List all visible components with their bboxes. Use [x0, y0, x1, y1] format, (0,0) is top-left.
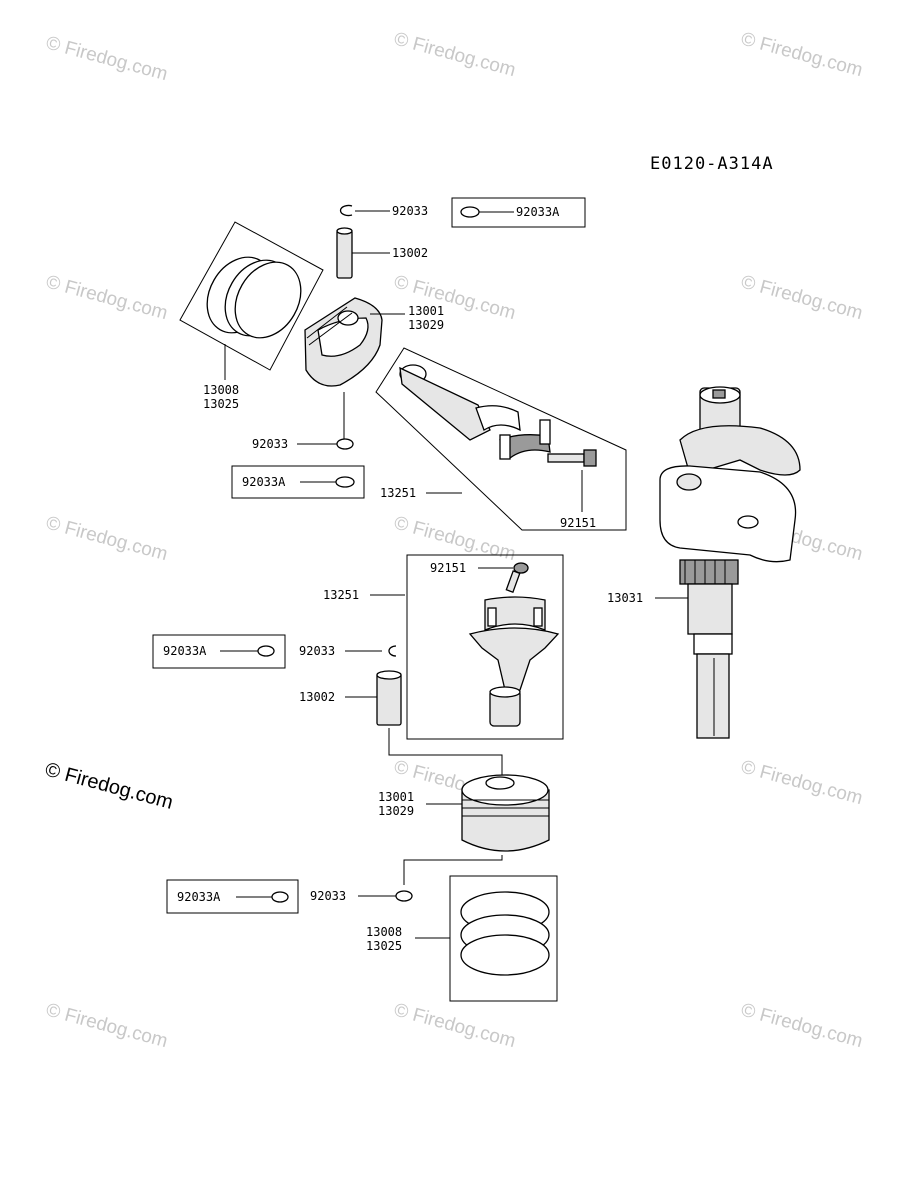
- option-box: [451, 197, 586, 228]
- circlip-icon: [271, 891, 289, 903]
- bolt-icon: [505, 562, 529, 593]
- part-label: 92033: [252, 437, 288, 451]
- part-label: 13002: [392, 246, 428, 260]
- part-label: 13025: [203, 397, 239, 411]
- watermark: © Firedog.com: [739, 272, 865, 325]
- watermark: © Firedog.com: [44, 513, 170, 566]
- watermark: © Firedog.com: [44, 33, 170, 86]
- part-label: 13029: [408, 318, 444, 332]
- piston-rings-icon: [460, 891, 550, 976]
- part-label: 13029: [378, 804, 414, 818]
- part-label: 13251: [323, 588, 359, 602]
- part-label: 13001: [378, 790, 414, 804]
- part-label: 13025: [366, 939, 402, 953]
- piston-rings-icon: [206, 256, 302, 339]
- part-label: 92033: [392, 204, 428, 218]
- circlip-icon: [335, 476, 355, 488]
- bolt-icon: [547, 449, 597, 467]
- circlip-icon: [388, 645, 397, 657]
- circlip-icon: [336, 438, 354, 450]
- watermark: © Firedog.com: [392, 29, 518, 82]
- piston-pin-icon: [376, 670, 402, 726]
- circlip-icon: [460, 206, 480, 218]
- watermark: © Firedog.com: [392, 513, 518, 566]
- part-label: 13251: [380, 486, 416, 500]
- circlip-icon: [339, 204, 353, 217]
- circlip-icon: [257, 645, 275, 657]
- part-label: 13002: [299, 690, 335, 704]
- part-label: 13008: [366, 925, 402, 939]
- rings-box: [179, 221, 324, 371]
- watermark: © Firedog.com: [44, 1000, 170, 1053]
- option-box: [231, 465, 365, 499]
- watermark: © Firedog.com: [44, 272, 170, 325]
- option-box: [166, 879, 299, 914]
- part-label: 92033A: [177, 890, 221, 904]
- part-label: 13001: [408, 304, 444, 318]
- piston-icon: [461, 774, 550, 852]
- part-label: 13008: [203, 383, 239, 397]
- part-label: 92033A: [516, 205, 560, 219]
- watermark: © Firedog.com: [739, 1000, 865, 1053]
- part-label: 92033: [299, 644, 335, 658]
- watermark-main: © Firedog.com: [43, 759, 176, 814]
- part-label: 92151: [430, 561, 466, 575]
- part-label: 92033: [310, 889, 346, 903]
- watermark: © Firedog.com: [392, 1000, 518, 1053]
- piston-pin-icon: [336, 227, 353, 279]
- piston-icon: [304, 297, 383, 387]
- watermark: © Firedog.com: [739, 757, 865, 810]
- circlip-icon: [395, 890, 413, 902]
- crankshaft-icon: [659, 386, 801, 739]
- part-label: 92151: [560, 516, 596, 530]
- part-label: 92033A: [242, 475, 286, 489]
- connecting-rod-box: [406, 554, 564, 740]
- connecting-rod-box: [375, 347, 627, 531]
- watermark: © Firedog.com: [739, 29, 865, 82]
- part-label: 92033A: [163, 644, 207, 658]
- connecting-rod-icon: [399, 364, 551, 460]
- connecting-rod-icon: [468, 596, 560, 727]
- part-label: 13031: [607, 591, 643, 605]
- diagram-code: E0120-A314A: [650, 154, 774, 174]
- option-box: [152, 634, 286, 669]
